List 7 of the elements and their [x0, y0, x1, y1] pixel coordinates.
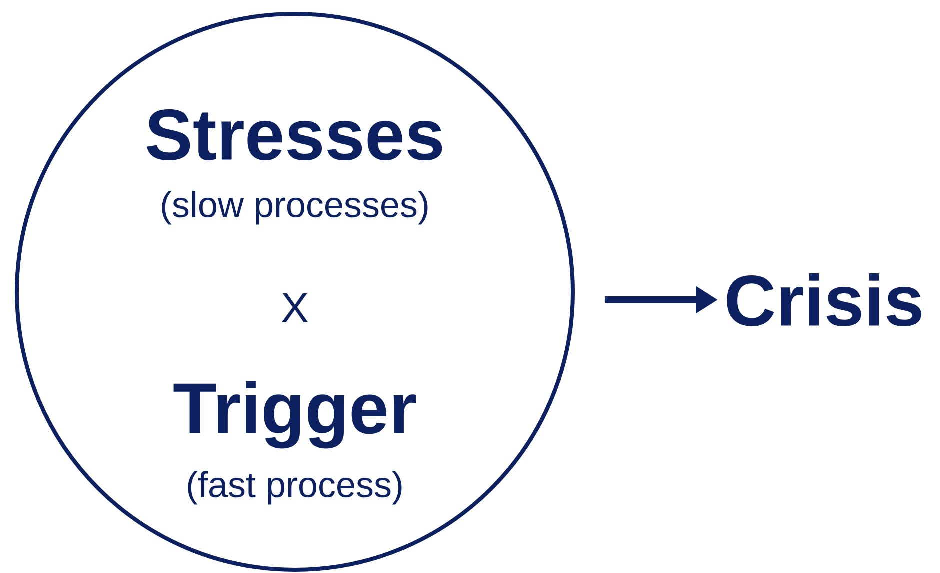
- operator-symbol: X: [282, 294, 308, 322]
- subtitle: (slow processes): [162, 191, 428, 225]
- circle: [15, 12, 575, 572]
- label: Crisis: [727, 274, 922, 326]
- heading: Trigger: [174, 381, 416, 449]
- heading: Stresses: [146, 110, 442, 160]
- subtitle: (fast process): [188, 471, 402, 505]
